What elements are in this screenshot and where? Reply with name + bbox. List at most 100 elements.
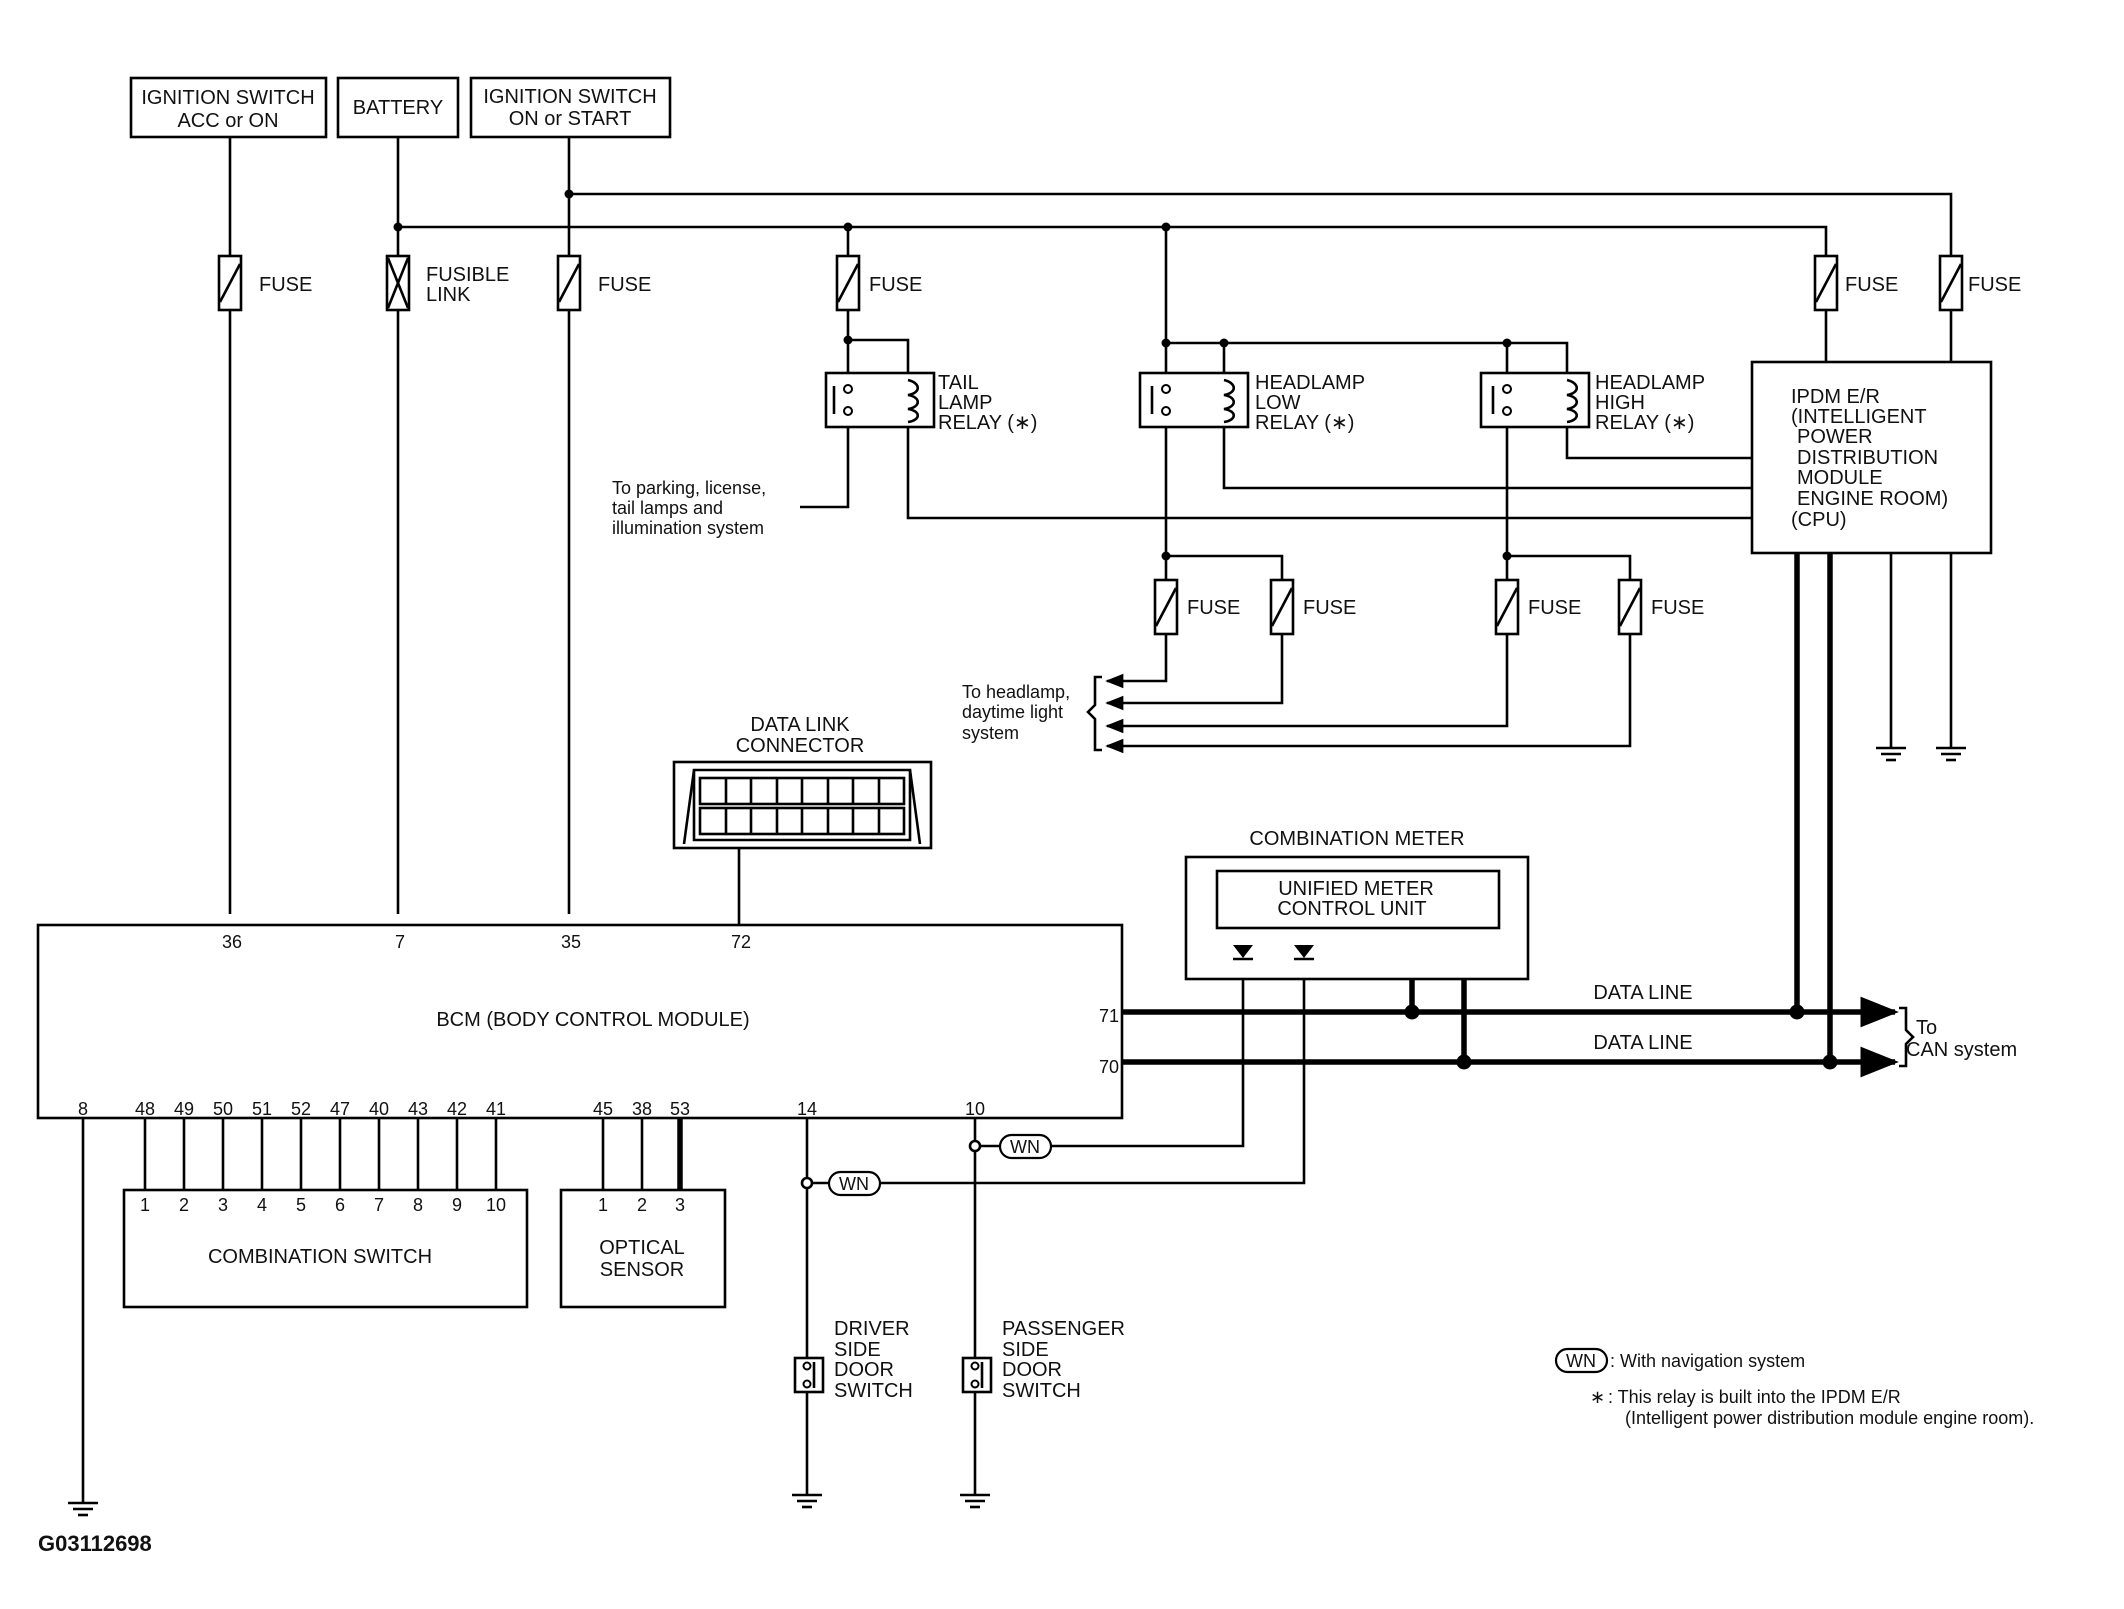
diode-icon — [1233, 945, 1253, 958]
high-relay-label: HIGH — [1595, 392, 1645, 414]
pin-number: 47 — [330, 1099, 350, 1119]
ground-icon — [790, 1493, 824, 1509]
pin-number: 6 — [335, 1195, 345, 1215]
relays: TAIL LAMP RELAY (∗) HEADLAMP LOW RELAY (… — [824, 371, 1705, 434]
low-relay-label: HEADLAMP — [1255, 372, 1365, 394]
pin-number: 38 — [632, 1099, 652, 1119]
pin-number: 72 — [731, 932, 751, 952]
door-switches: DRIVER SIDE DOOR SWITCH PASSENGER SIDE D… — [793, 1318, 1125, 1402]
legend-star-text: (Intelligent power distribution module e… — [1625, 1408, 2034, 1428]
pin-number: 2 — [179, 1195, 189, 1215]
parking-note: To parking, license, — [612, 478, 766, 498]
legend: WN : With navigation system ∗ : This rel… — [1554, 1347, 2034, 1428]
pin-number: 53 — [670, 1099, 690, 1119]
fuse-label: FUSE — [1528, 597, 1581, 619]
driver-switch-label: DRIVER — [834, 1318, 910, 1340]
headlamp-low-relay — [1138, 371, 1250, 429]
ipdm-module: IPDM E/R (INTELLIGENT POWER DISTRIBUTION… — [1750, 360, 1993, 555]
bcm-module: BCM (BODY CONTROL MODULE) 36 7 35 72 71 … — [36, 923, 1124, 1120]
passenger-switch-label: SWITCH — [1002, 1380, 1081, 1402]
pin-number: 8 — [413, 1195, 423, 1215]
high-relay-label: HEADLAMP — [1595, 372, 1705, 394]
tail-relay-label: RELAY (∗) — [938, 412, 1037, 434]
wires — [81, 137, 1953, 1503]
pin-number: 36 — [222, 932, 242, 952]
battery-label: BATTERY — [353, 97, 443, 119]
optical-sensor: OPTICAL SENSOR 1 2 3 — [559, 1188, 727, 1309]
ignition-on-box — [469, 76, 672, 139]
dlc-label: CONNECTOR — [736, 735, 865, 757]
fuse-label: FUSE — [869, 274, 922, 296]
pin-number: 71 — [1099, 1006, 1119, 1026]
pin-number: 5 — [296, 1195, 306, 1215]
pin-number: 70 — [1099, 1057, 1119, 1077]
ipdm-label: DISTRIBUTION — [1797, 447, 1938, 469]
data-line-label: DATA LINE — [1593, 982, 1692, 1004]
pin-number: 50 — [213, 1099, 233, 1119]
pin-number: 49 — [174, 1099, 194, 1119]
fusible-link-icon — [385, 254, 411, 312]
pin-number: 1 — [598, 1195, 608, 1215]
unified-meter-label: UNIFIED METER — [1278, 878, 1434, 900]
fuse-icon — [1813, 254, 1839, 312]
can-note: To — [1916, 1017, 1937, 1039]
ipdm-label: (INTELLIGENT — [1791, 406, 1927, 428]
data-line-label: DATA LINE — [1593, 1032, 1692, 1054]
ipdm-label: ENGINE ROOM) — [1797, 488, 1948, 510]
driver-door-switch-icon — [793, 1356, 825, 1394]
pin-number: 35 — [561, 932, 581, 952]
fuse-icon — [1617, 578, 1643, 636]
tail-lamp-relay — [824, 371, 936, 429]
ground-icon — [66, 1501, 100, 1517]
low-relay-label: LOW — [1255, 392, 1301, 414]
ground-icon — [1874, 746, 1908, 762]
parking-note: tail lamps and — [612, 498, 723, 518]
passenger-door-switch-icon — [961, 1356, 993, 1394]
headlamp-high-relay — [1479, 371, 1591, 429]
ignition-acc-label: IGNITION SWITCH — [141, 87, 314, 109]
pin-number: 52 — [291, 1099, 311, 1119]
pin-number: 8 — [78, 1099, 88, 1119]
ignition-on-label: ON or START — [509, 108, 632, 130]
headlamp-note: To headlamp, — [962, 682, 1070, 702]
ignition-acc-label: ACC or ON — [177, 110, 278, 132]
ipdm-label: MODULE — [1797, 467, 1883, 489]
data-link-connector: DATA LINK CONNECTOR — [672, 714, 933, 850]
pin-number: 10 — [486, 1195, 506, 1215]
fuse-label: FUSE — [1651, 597, 1704, 619]
fuse-icon — [835, 254, 861, 312]
ignition-on-label: IGNITION SWITCH — [483, 86, 656, 108]
tail-relay-label: TAIL — [938, 372, 979, 394]
pin-number: 9 — [452, 1195, 462, 1215]
pin-number: 14 — [797, 1099, 817, 1119]
passenger-switch-label: PASSENGER — [1002, 1318, 1125, 1340]
headlamp-note: system — [962, 723, 1019, 743]
pin-number: 2 — [637, 1195, 647, 1215]
ignition-acc-box — [129, 76, 328, 139]
pin-number: 51 — [252, 1099, 272, 1119]
fuse-icon — [1938, 254, 1964, 312]
pin-number: 42 — [447, 1099, 467, 1119]
wn-tag: WN — [839, 1174, 869, 1194]
fuse-label: FUSE — [598, 274, 651, 296]
fuse-label: FUSE — [1968, 274, 2021, 296]
battery-box — [336, 76, 460, 139]
fuse-icon — [1153, 578, 1179, 636]
legend-star-text: : This relay is built into the IPDM E/R — [1608, 1387, 1901, 1407]
pin-number: 45 — [593, 1099, 613, 1119]
pin-number: 43 — [408, 1099, 428, 1119]
headlamp-note: daytime light — [962, 702, 1063, 722]
fuse-icon — [1269, 578, 1295, 636]
fuses — [217, 254, 1964, 636]
fuse-labels: FUSE FUSE FUSE FUSE FUSE FUSE FUSE FUSE … — [259, 264, 2021, 619]
pin-number: 41 — [486, 1099, 506, 1119]
combination-switch-label: COMBINATION SWITCH — [208, 1246, 432, 1268]
fuse-icon — [556, 254, 582, 312]
fusible-link-label: LINK — [426, 284, 471, 306]
wn-tags: WN WN — [827, 1133, 1053, 1197]
pin-number: 3 — [218, 1195, 228, 1215]
fuse-label: FUSE — [259, 274, 312, 296]
legend-wn-text: : With navigation system — [1610, 1351, 1805, 1371]
can-note: CAN system — [1906, 1039, 2017, 1061]
